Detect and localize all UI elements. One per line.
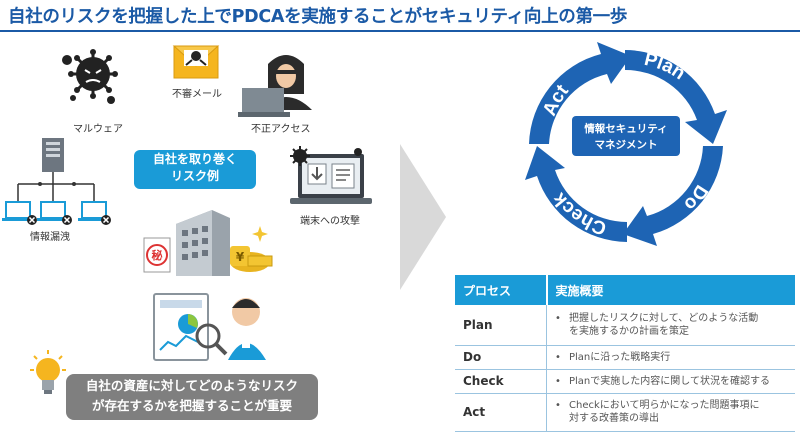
process-cell: Check — [455, 369, 547, 394]
summary-cell: • Checkにおいて明らかになった問題事項に対する改善策の導出 — [546, 393, 795, 432]
table-header-row: プロセス 実施概要 — [455, 275, 795, 305]
unauthorized-access-label: 不正アクセス — [251, 124, 311, 135]
table-row: Act • Checkにおいて明らかになった問題事項に対する改善策の導出 — [455, 393, 795, 432]
malware-label: マルウェア — [73, 124, 123, 135]
process-cell: Act — [455, 393, 547, 432]
server-network-icon — [2, 138, 111, 225]
table-row: Do • Planに沿った戦略実行 — [455, 345, 795, 370]
cycle-center-line2: マネジメント — [595, 139, 658, 151]
pdca-cycle-diagram: Plan Do Check Act 情報セキュリティ マネジメント — [525, 42, 727, 246]
yen-text: ¥ — [236, 250, 245, 264]
malware-virus-icon — [62, 49, 118, 104]
process-cell: Do — [455, 345, 547, 370]
header-process: プロセス — [455, 275, 547, 305]
summary-cell: • Planで実施した内容に関して状況を確認する — [546, 369, 795, 394]
lightbulb-icon — [30, 350, 66, 394]
do-arrow — [623, 146, 723, 246]
table-row: Check • Planで実施した内容に関して状況を確認する — [455, 369, 795, 394]
company-assets-icon: 秘 ¥ — [143, 210, 273, 276]
risk-analysis-icon — [153, 293, 266, 361]
hacker-icon — [238, 55, 312, 117]
header-summary: 実施概要 — [545, 275, 795, 305]
title-underline — [0, 30, 800, 32]
page-title: 自社のリスクを把握した上でPDCAを実施することがセキュリティ向上の第一歩 — [8, 7, 628, 27]
transition-arrow-icon — [400, 144, 446, 290]
check-text: Check — [549, 188, 610, 238]
pdca-table: プロセス 実施概要 Plan • 把握したリスクに対して、どのような活動を実施す… — [455, 275, 795, 432]
key-message-callout: 自社の資産に対してどのようなリスク が存在するかを把握することが重要 — [66, 374, 318, 420]
act-arrow — [529, 42, 631, 144]
spam-label: 不審メール — [172, 89, 222, 100]
summary-cell: • Planに沿った戦略実行 — [546, 345, 795, 370]
spam-mail-icon — [172, 45, 220, 79]
cycle-center-box — [572, 116, 680, 156]
table-row: Plan • 把握したリスクに対して、どのような活動を実施するかの計画を策定 — [455, 305, 795, 346]
attacked-laptop-icon — [290, 146, 372, 204]
risk-examples-label: 自社を取り巻く リスク例 — [134, 150, 256, 189]
check-arrow — [525, 146, 627, 242]
summary-cell: • 把握したリスクに対して、どのような活動を実施するかの計画を策定 — [546, 305, 795, 346]
process-cell: Plan — [455, 305, 547, 346]
secret-seal-text: 秘 — [152, 248, 163, 262]
device-attack-label: 端末への攻撃 — [300, 216, 360, 227]
info-leak-label: 情報漏洩 — [30, 232, 70, 243]
plan-arrow — [625, 50, 727, 144]
cycle-center-line1: 情報セキュリティ — [584, 122, 667, 135]
